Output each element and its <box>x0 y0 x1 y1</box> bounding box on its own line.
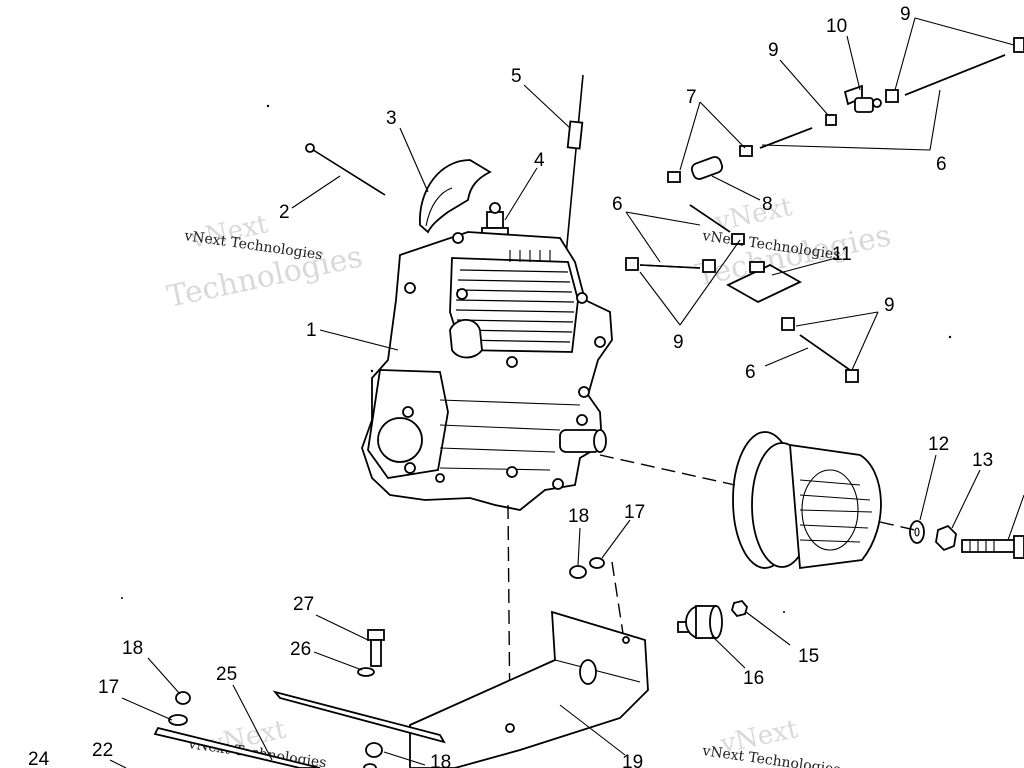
callout-25: 25 <box>216 664 237 685</box>
callout-8: 8 <box>762 194 773 215</box>
part-25-bar <box>272 690 446 744</box>
axis-line-washer <box>879 521 916 531</box>
callout-2: 2 <box>279 202 290 223</box>
part-5-cable <box>565 74 584 256</box>
callout-10: 10 <box>826 16 847 37</box>
callout-labels: 1 2 3 4 5 6 6 6 7 8 9 9 9 9 10 11 12 13 … <box>28 4 993 768</box>
callout-19: 19 <box>622 752 643 768</box>
callout-22: 22 <box>92 740 113 761</box>
callout-16: 16 <box>743 668 764 689</box>
part-18-nut-center <box>569 565 587 579</box>
callout-18-left: 18 <box>122 638 143 659</box>
part-18-nut-bottom <box>363 742 383 768</box>
part-2-pin <box>305 143 386 196</box>
callout-12: 12 <box>928 434 949 455</box>
callout-24: 24 <box>28 749 50 768</box>
leader-lines <box>109 17 1024 768</box>
callout-17-left: 17 <box>98 677 119 698</box>
callout-6-top: 6 <box>936 154 947 175</box>
cylinder-fins <box>455 269 575 343</box>
axis-line-bracket <box>611 561 625 641</box>
fuel-lines-assembly <box>625 37 1024 383</box>
axis-line-pulley <box>599 454 736 486</box>
part-17-washer-center <box>589 557 605 569</box>
part-22-bar <box>153 726 321 768</box>
callout-6-left: 6 <box>612 194 623 215</box>
callout-9-topright: 9 <box>900 4 911 25</box>
part-27-bolt <box>367 629 385 667</box>
starter-pulley <box>732 431 882 570</box>
part-17-washer-left <box>168 714 188 726</box>
part-16-isolator <box>677 605 723 639</box>
part-1-engine <box>361 231 613 511</box>
callout-18-bottom: 18 <box>430 752 451 768</box>
callout-3: 3 <box>386 108 397 129</box>
callout-9-left: 9 <box>673 332 684 353</box>
part-19-mounting-plate <box>409 610 649 768</box>
callout-26: 26 <box>290 639 311 660</box>
callout-1: 1 <box>306 320 317 341</box>
callout-18-center: 18 <box>568 506 589 527</box>
part-13-nut <box>935 524 957 552</box>
callout-4: 4 <box>534 150 545 171</box>
callout-5: 5 <box>511 66 522 87</box>
axis-line-mount <box>507 504 511 729</box>
callout-9-top: 9 <box>768 40 779 61</box>
part-18-nut-left <box>175 691 191 705</box>
scan-specks <box>121 104 952 613</box>
callout-9-right: 9 <box>884 295 895 316</box>
part-3-recoil-handle <box>419 159 492 234</box>
callout-13: 13 <box>972 450 993 471</box>
engine-bolts <box>402 232 606 490</box>
callout-6-bottom: 6 <box>745 362 756 383</box>
callout-17-center: 17 <box>624 502 645 523</box>
callout-27: 27 <box>293 594 314 615</box>
part-12-washer <box>909 520 925 544</box>
part-15-nut <box>731 599 748 618</box>
callout-11: 11 <box>832 244 852 265</box>
pulley-bolt <box>961 535 1024 559</box>
callout-15: 15 <box>798 646 819 667</box>
callout-7: 7 <box>686 87 697 108</box>
